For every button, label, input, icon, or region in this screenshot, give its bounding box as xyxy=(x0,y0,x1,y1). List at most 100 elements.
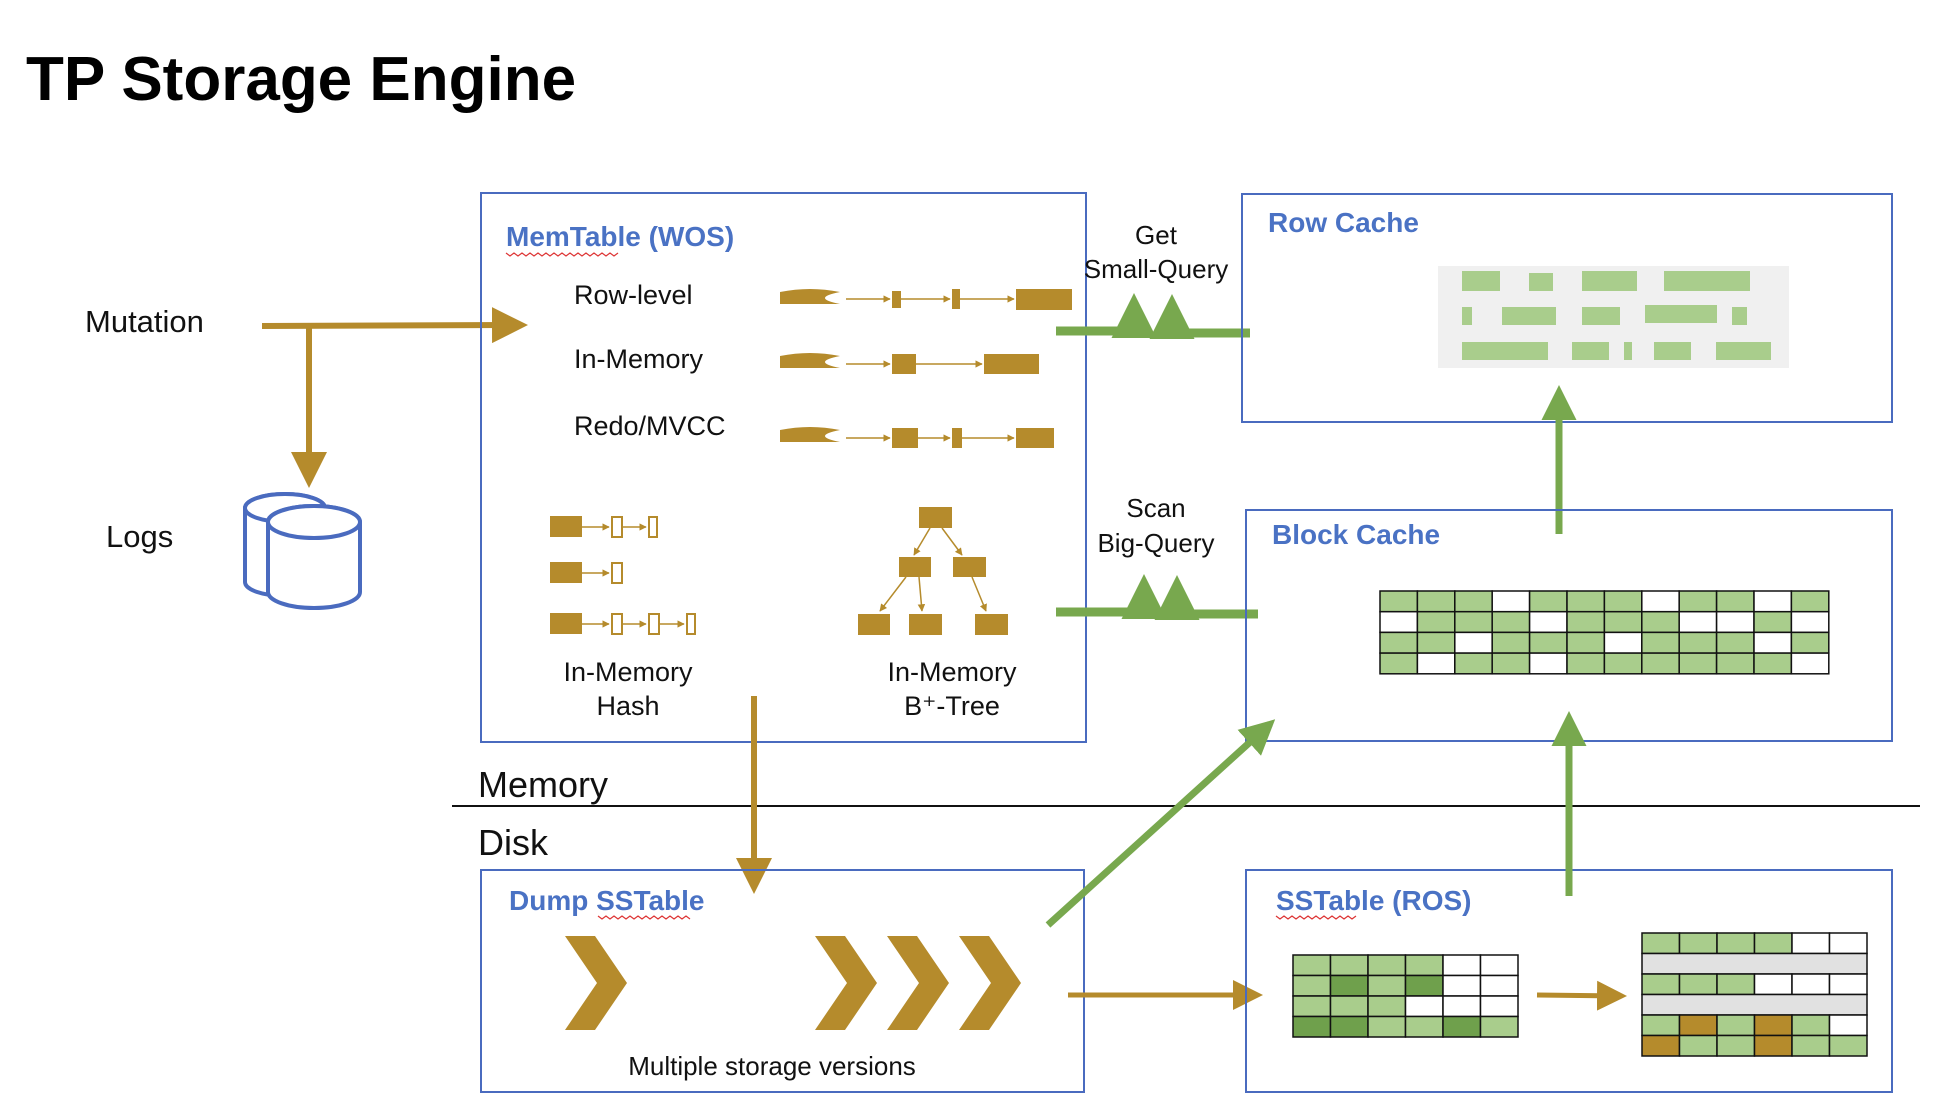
grid-cell xyxy=(1715,652,1755,675)
grid-cell xyxy=(1442,995,1482,1018)
grid-cell xyxy=(1716,932,1756,955)
grid-cell xyxy=(1442,1015,1482,1038)
grid-cell xyxy=(1367,1015,1407,1038)
grid-cell xyxy=(1828,1034,1868,1057)
dump-to-blockcache-arrow xyxy=(1045,719,1276,928)
grid-cell xyxy=(1791,1034,1831,1057)
scan-query-label: Big-Query xyxy=(1097,528,1214,558)
get-arrow-memtable xyxy=(1056,293,1157,338)
grid-cell xyxy=(1566,652,1606,675)
grid-cell xyxy=(1791,1014,1831,1037)
grid-cell xyxy=(1528,590,1568,613)
grid-cell xyxy=(1528,610,1568,634)
ros-grid-column-format xyxy=(1641,932,1868,1057)
grid-cell xyxy=(1641,631,1680,654)
grid-cell xyxy=(1292,1015,1332,1038)
row-chain xyxy=(780,289,1072,310)
grid-cell xyxy=(1753,1014,1793,1037)
grid-cell xyxy=(1641,590,1680,613)
ros-grid-row-format xyxy=(1292,954,1519,1038)
grid-cell xyxy=(1641,932,1681,955)
grid-cell xyxy=(1716,1034,1756,1057)
grid-cell xyxy=(1715,610,1755,634)
grid-cell xyxy=(1404,1015,1444,1038)
grid-cell xyxy=(1790,652,1830,675)
grid-cell xyxy=(1716,1014,1756,1037)
grid-cell xyxy=(1566,631,1606,654)
grid-cell xyxy=(1828,973,1868,996)
memtable-box xyxy=(480,192,1087,743)
mutation-arrow xyxy=(261,307,528,344)
grid-cell xyxy=(1678,932,1718,955)
grid-cell xyxy=(1641,1014,1681,1037)
grid-cell xyxy=(1491,610,1531,634)
row-cache-box xyxy=(1241,193,1893,423)
get-query-label: Get xyxy=(1135,220,1178,250)
grid-cell xyxy=(1678,610,1718,634)
grid-cell xyxy=(1753,1034,1793,1057)
grid-cell xyxy=(1603,590,1643,613)
grid-cell xyxy=(1367,995,1407,1018)
btree-label: B⁺-Tree xyxy=(904,691,1000,721)
grid-cell xyxy=(1678,973,1718,996)
grid-cell xyxy=(1404,954,1444,977)
scan-arrow-blockcache xyxy=(1154,575,1258,620)
row-chain xyxy=(780,427,1054,448)
grid-cell xyxy=(1603,631,1643,654)
hash-label: In-Memory xyxy=(563,657,693,687)
grid-cell xyxy=(1753,631,1793,654)
memtable-title-underline xyxy=(505,252,619,257)
hash-structure xyxy=(550,516,696,635)
scan-arrow-memtable xyxy=(1056,574,1167,619)
grid-cell xyxy=(1678,1014,1718,1037)
grid-cell xyxy=(1753,973,1793,996)
get-arrow-rowcache xyxy=(1149,294,1250,339)
grid-cell xyxy=(1678,590,1718,613)
ros-title-underline xyxy=(1275,915,1357,920)
grid-cell xyxy=(1641,973,1681,996)
grid-cell xyxy=(1404,995,1444,1018)
grid-cell xyxy=(1753,932,1793,955)
database-icon xyxy=(243,492,362,610)
grid-cell xyxy=(1379,610,1419,634)
grid-cell xyxy=(1479,1015,1519,1038)
grid-cell xyxy=(1641,952,1868,975)
grid-cell xyxy=(1442,974,1482,997)
grid-cell xyxy=(1404,974,1444,997)
grid-cell xyxy=(1329,995,1369,1018)
scan-query-label: Scan xyxy=(1126,493,1185,523)
memtable-title: MemTable (WOS) xyxy=(506,221,734,252)
grid-cell xyxy=(1790,610,1830,634)
grid-cell xyxy=(1641,993,1868,1016)
grid-cell xyxy=(1454,631,1493,654)
grid-cell xyxy=(1715,631,1755,654)
grid-cell xyxy=(1479,954,1519,977)
version-chevrons xyxy=(565,936,1021,1030)
grid-cell xyxy=(1329,954,1369,977)
grid-cell xyxy=(1491,652,1531,675)
grid-cell xyxy=(1603,652,1643,675)
grid-cell xyxy=(1641,610,1680,634)
btree-structure xyxy=(858,507,1008,635)
grid-cell xyxy=(1491,631,1531,654)
mutation-label: Mutation xyxy=(85,304,204,339)
grid-cell xyxy=(1753,610,1793,634)
disk-label: Disk xyxy=(478,822,549,863)
memtable-row-label: Redo/MVCC xyxy=(574,411,726,441)
grid-cell xyxy=(1416,652,1456,675)
grid-cell xyxy=(1790,590,1830,613)
grid-cell xyxy=(1454,610,1493,634)
grid-cell xyxy=(1791,973,1831,996)
block-cache-title: Block Cache xyxy=(1272,519,1440,550)
grid-cell xyxy=(1678,631,1718,654)
grid-cell xyxy=(1367,974,1407,997)
ros-convert-arrow xyxy=(1536,980,1627,1011)
grid-cell xyxy=(1454,590,1493,613)
dump-sstable-title: Dump SSTable xyxy=(509,885,705,916)
grid-cell xyxy=(1416,610,1456,634)
dump-title-underline xyxy=(597,915,691,920)
grid-cell xyxy=(1379,652,1419,675)
sstable-ros-title: SSTable (ROS) xyxy=(1276,885,1472,916)
memory-label: Memory xyxy=(478,764,608,805)
